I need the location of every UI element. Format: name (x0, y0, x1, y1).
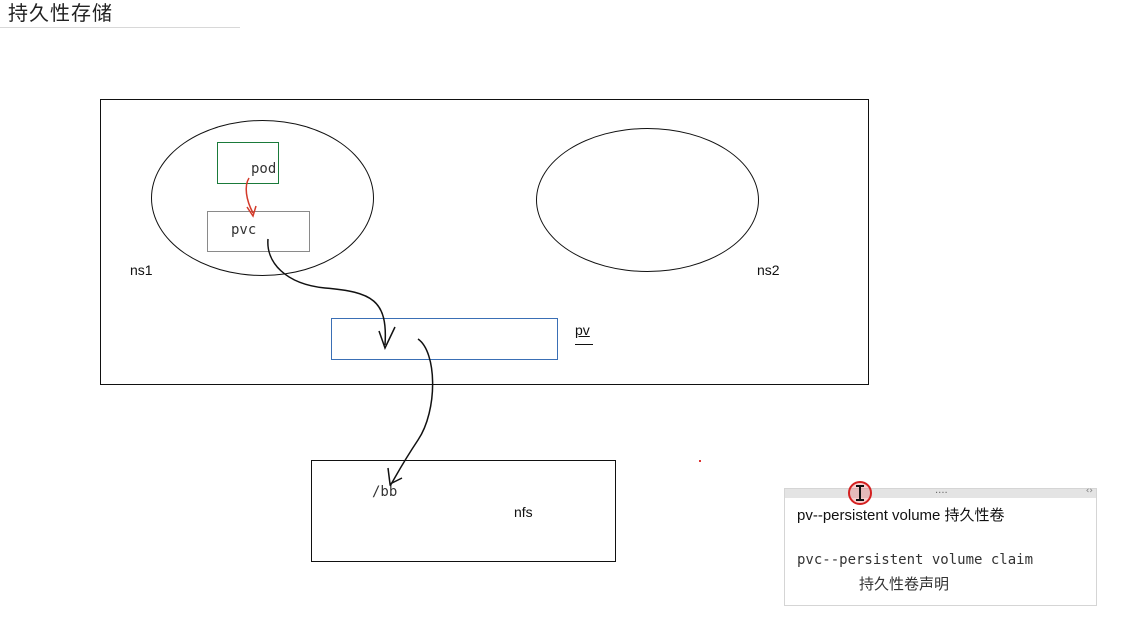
nfs-path-label: /bb (372, 484, 398, 500)
pv-to-nfs-connector (389, 338, 434, 487)
stray-mark (699, 460, 701, 462)
pod-label: pod (251, 161, 277, 177)
cluster-boundary[interactable] (100, 99, 869, 385)
pod-to-pvc-arrowhead (246, 205, 257, 218)
note-resize-icon[interactable]: ‹› (1085, 486, 1093, 496)
note-pvc-translation: 持久性卷声明 (859, 575, 950, 593)
note-pv-definition: pv--persistent volume 持久性卷 (797, 507, 1005, 524)
pvc-to-pv-arrowhead (378, 326, 396, 350)
note-panel[interactable]: .... ‹› pv--persistent volume 持久性卷 pvc--… (784, 485, 1097, 606)
nfs-label: nfs (514, 504, 533, 520)
namespace-ns2[interactable] (536, 128, 759, 272)
nfs-box[interactable] (311, 460, 616, 562)
pod-to-pvc-arrow (245, 177, 254, 214)
note-handle[interactable]: .... (935, 485, 948, 496)
namespace-ns1[interactable] (151, 120, 374, 276)
i-beam-icon (856, 485, 864, 501)
ns1-label: ns1 (130, 262, 153, 278)
pv-double-underline (575, 344, 593, 345)
pv-box[interactable] (331, 318, 558, 360)
pvc-box[interactable] (207, 211, 310, 252)
note-pvc-definition: pvc--persistent volume claim (797, 552, 1034, 568)
ns2-label: ns2 (757, 262, 780, 278)
pod-box[interactable] (217, 142, 279, 184)
pv-label: pv (575, 322, 590, 338)
page-title: 持久性存储 (8, 1, 113, 25)
pv-to-nfs-arrowhead (387, 467, 403, 486)
pvc-to-pv-connector (267, 238, 387, 346)
note-drag-bar[interactable]: .... ‹› (785, 485, 1096, 498)
title-divider (0, 27, 240, 28)
pvc-label: pvc (231, 222, 257, 238)
text-cursor-icon (848, 481, 872, 505)
